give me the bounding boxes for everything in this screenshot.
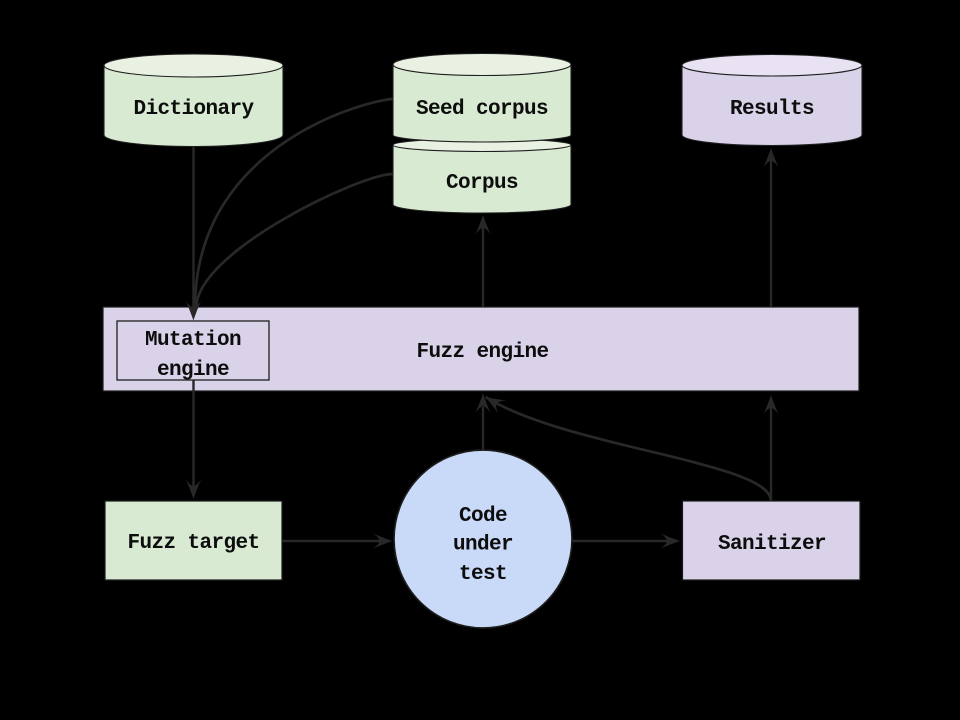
svg-text:Seed corpus: Seed corpus bbox=[416, 98, 548, 121]
svg-text:Fuzz target: Fuzz target bbox=[127, 532, 259, 555]
svg-text:test: test bbox=[459, 563, 507, 586]
svg-text:Code: Code bbox=[459, 505, 507, 528]
svg-text:Mutation: Mutation bbox=[145, 329, 241, 352]
svg-text:Fuzz engine: Fuzz engine bbox=[416, 341, 548, 364]
svg-text:Sanitizer: Sanitizer bbox=[718, 533, 826, 556]
svg-text:engine: engine bbox=[157, 359, 229, 382]
svg-text:Dictionary: Dictionary bbox=[133, 98, 254, 121]
svg-text:Results: Results bbox=[730, 98, 814, 121]
svg-text:under: under bbox=[453, 534, 513, 557]
svg-text:Corpus: Corpus bbox=[446, 172, 518, 195]
